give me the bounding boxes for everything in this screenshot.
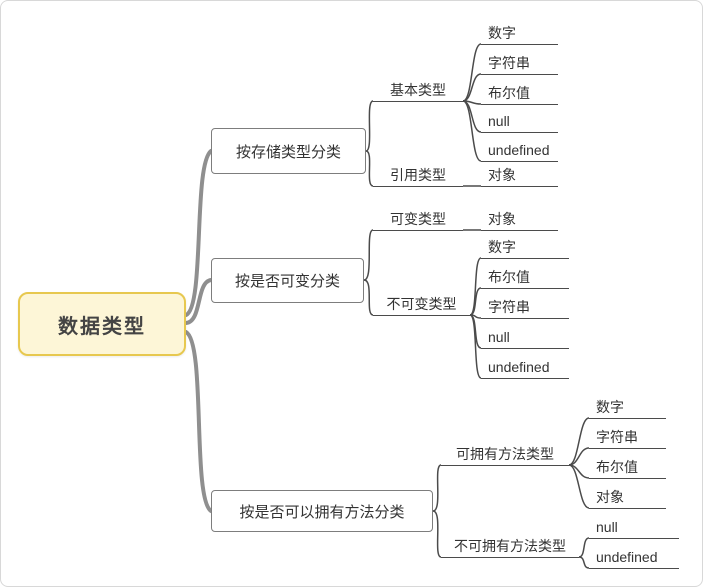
node-can-have-methods[interactable]: 可拥有方法类型 — [441, 445, 569, 466]
branch-by-mutability[interactable]: 按是否可变分类 — [211, 258, 364, 303]
root-connectors — [184, 149, 213, 513]
node-immutable-types[interactable]: 不可变类型 — [373, 295, 470, 316]
node-cannot-have-methods[interactable]: 不可拥有方法类型 — [441, 537, 579, 558]
node-basic-types[interactable]: 基本类型 — [373, 81, 463, 102]
leaf-number[interactable]: 数字 — [481, 238, 569, 259]
leaf-number[interactable]: 数字 — [481, 24, 558, 45]
node-mutable-types[interactable]: 可变类型 — [373, 210, 463, 231]
leaf-null[interactable]: null — [481, 112, 558, 133]
leaf-string[interactable]: 字符串 — [481, 298, 569, 319]
leaf-object[interactable]: 对象 — [481, 166, 558, 187]
branch-by-storage-type[interactable]: 按存储类型分类 — [211, 128, 366, 174]
leaf-string[interactable]: 字符串 — [589, 428, 666, 449]
leaf-string[interactable]: 字符串 — [481, 54, 558, 75]
leaf-null[interactable]: null — [481, 328, 569, 349]
leaf-undefined[interactable]: undefined — [589, 548, 679, 569]
leaf-object[interactable]: 对象 — [481, 210, 558, 231]
leaf-null[interactable]: null — [589, 518, 679, 539]
leaf-undefined[interactable]: undefined — [481, 358, 569, 379]
leaf-number[interactable]: 数字 — [589, 398, 666, 419]
leaf-boolean[interactable]: 布尔值 — [481, 84, 558, 105]
leaf-undefined[interactable]: undefined — [481, 141, 558, 162]
root-node[interactable]: 数据类型 — [18, 292, 186, 356]
leaf-object[interactable]: 对象 — [589, 488, 666, 509]
branch-by-method-ownership[interactable]: 按是否可以拥有方法分类 — [211, 490, 433, 532]
leaf-boolean[interactable]: 布尔值 — [481, 268, 569, 289]
node-reference-types[interactable]: 引用类型 — [373, 166, 463, 187]
leaf-boolean[interactable]: 布尔值 — [589, 458, 666, 479]
